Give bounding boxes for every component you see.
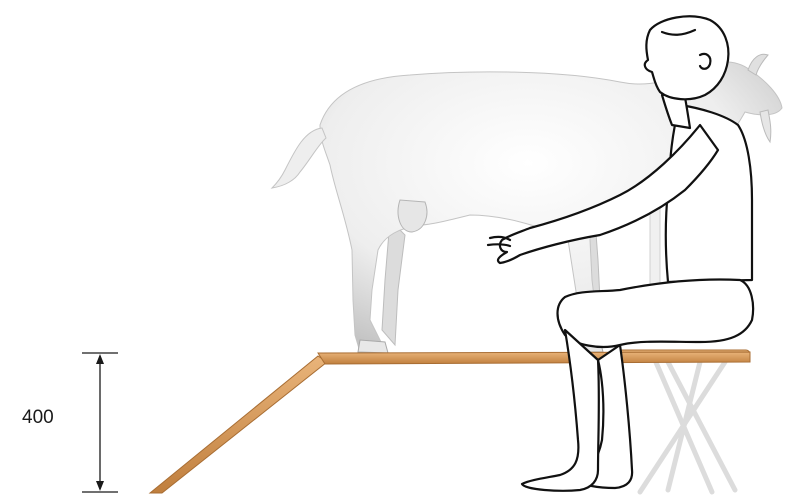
dimension-arrow-up <box>96 354 104 364</box>
height-dimension: 400 <box>22 353 118 492</box>
dimension-label: 400 <box>22 407 54 428</box>
stool <box>640 360 735 492</box>
dimension-arrow-down <box>96 481 104 491</box>
